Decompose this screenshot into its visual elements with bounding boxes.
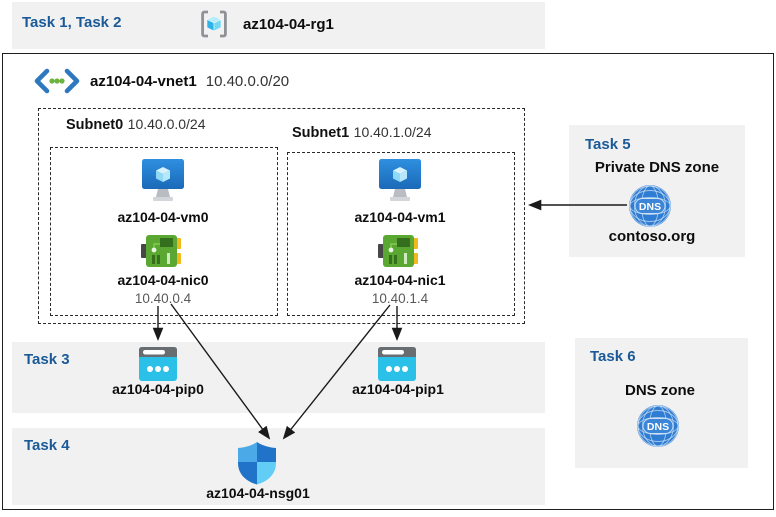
rg-name: az104-04-rg1 bbox=[243, 15, 334, 33]
nsg-shield-icon bbox=[238, 442, 276, 485]
subnet1-label: Subnet1 10.40.1.0/24 bbox=[292, 124, 432, 142]
task-1-2-label: Task 1, Task 2 bbox=[22, 14, 122, 31]
private-dns-zone-title: Private DNS zone bbox=[594, 159, 720, 176]
vm0-icon bbox=[142, 159, 184, 201]
task-3-band bbox=[12, 342, 545, 413]
nsg-name: az104-04-nsg01 bbox=[206, 485, 310, 501]
resource-group-frame bbox=[2, 53, 774, 510]
resource-group-icon bbox=[198, 8, 230, 40]
pip0-icon bbox=[139, 347, 177, 381]
vnet-header: az104-04-vnet1 10.40.0.0/20 bbox=[33, 68, 289, 94]
task-1-2-band bbox=[12, 2, 545, 49]
subnet0-label: Subnet0 10.40.0.0/24 bbox=[66, 116, 206, 134]
dns-private-icon: DNS bbox=[629, 185, 671, 227]
vm1-name: az104-04-vm1 bbox=[354, 209, 446, 225]
subnet0-cidr: 10.40.0.0/24 bbox=[127, 116, 206, 132]
task-6-label: Task 6 bbox=[590, 348, 636, 365]
nic0-ip: 10.40.0.4 bbox=[134, 291, 192, 306]
pip0-name: az104-04-pip0 bbox=[112, 381, 204, 397]
nic0-name: az104-04-nic0 bbox=[117, 272, 209, 288]
task-4-label: Task 4 bbox=[24, 437, 70, 454]
dns-zone-icon-text: DNS bbox=[647, 421, 669, 433]
subnet0-box bbox=[50, 147, 278, 316]
dns-zone-icon: DNS bbox=[637, 405, 679, 447]
subnet1-name: Subnet1 bbox=[292, 125, 350, 141]
task-3-label: Task 3 bbox=[24, 351, 70, 368]
subnet1-cidr: 10.40.1.0/24 bbox=[353, 124, 432, 140]
vnet-address-box bbox=[38, 108, 525, 324]
nic1-name: az104-04-nic1 bbox=[354, 272, 446, 288]
vm1-icon bbox=[379, 159, 421, 201]
dns-private-icon-text: DNS bbox=[639, 201, 661, 213]
vnet-cidr: 10.40.0.0/20 bbox=[205, 72, 290, 90]
pip1-name: az104-04-pip1 bbox=[352, 381, 444, 397]
dns-zone-title: DNS zone bbox=[624, 382, 695, 399]
subnet0-name: Subnet0 bbox=[66, 117, 124, 133]
nic0-icon bbox=[141, 235, 181, 267]
nic1-ip: 10.40.1.4 bbox=[371, 291, 429, 306]
nic1-icon bbox=[378, 235, 418, 267]
task-4-band bbox=[12, 428, 545, 505]
vnet-icon bbox=[33, 68, 81, 94]
vm0-name: az104-04-vm0 bbox=[117, 209, 209, 225]
contoso-zone-name: contoso.org bbox=[608, 228, 696, 245]
vnet-name: az104-04-vnet1 bbox=[90, 72, 197, 90]
task-5-label: Task 5 bbox=[585, 136, 631, 153]
subnet1-box bbox=[287, 152, 515, 316]
pip1-icon bbox=[378, 347, 416, 381]
resource-group: az104-04-rg1 bbox=[198, 8, 334, 40]
